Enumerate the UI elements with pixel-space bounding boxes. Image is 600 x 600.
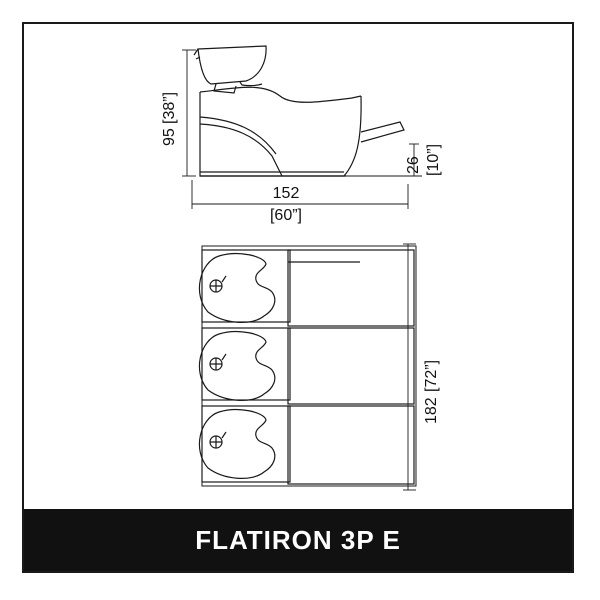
width-label: 182 <box>423 397 440 424</box>
station-2 <box>198 327 415 405</box>
bowl-1 <box>198 252 276 323</box>
legrest <box>360 121 405 143</box>
length-imperial-label: [60”] <box>270 207 302 224</box>
basin-rim <box>193 48 201 60</box>
seat-block <box>199 92 362 177</box>
product-name-banner: FLATIRON 3P E <box>24 509 572 571</box>
basin-neck <box>213 83 237 94</box>
armrest-top <box>199 86 362 103</box>
faucet-1 <box>210 275 227 292</box>
product-title: FLATIRON 3P E <box>195 524 401 555</box>
plan-view <box>198 245 417 487</box>
chair-block-1 <box>287 249 415 327</box>
width-imperial-label: [72”] <box>423 360 440 392</box>
seat-height-dimension <box>346 143 422 177</box>
station-3 <box>198 405 415 485</box>
chair-block-3 <box>287 405 415 485</box>
basin-block-3 <box>201 405 291 483</box>
seat-height-label: 26 <box>405 156 422 174</box>
length-dimension <box>191 180 409 209</box>
side-curve-inner <box>199 116 277 155</box>
length-label: 152 <box>273 185 300 202</box>
chair-block-2 <box>287 327 415 405</box>
faucet-2 <box>210 353 227 370</box>
plan-outline <box>201 245 417 487</box>
backrest-top <box>239 81 263 87</box>
bowl-3 <box>198 408 276 479</box>
width-dimension <box>403 243 416 491</box>
side-elevation <box>193 45 405 177</box>
height-dimension <box>182 49 196 177</box>
seat-height-imperial-label: [10”] <box>425 144 442 176</box>
basin-bowl <box>197 45 267 85</box>
side-curve <box>199 123 283 177</box>
bowl-2 <box>198 330 276 401</box>
height-imperial-label: [38”] <box>161 92 178 124</box>
height-label: 95 <box>161 128 178 146</box>
faucet-3 <box>210 431 227 448</box>
spec-sheet-frame: 95 [38”] 26 [10”] 152 [60”] 182 [72”] FL… <box>22 22 574 573</box>
technical-drawing: 95 [38”] 26 [10”] 152 [60”] 182 [72”] <box>161 45 442 491</box>
station-1 <box>198 249 415 327</box>
